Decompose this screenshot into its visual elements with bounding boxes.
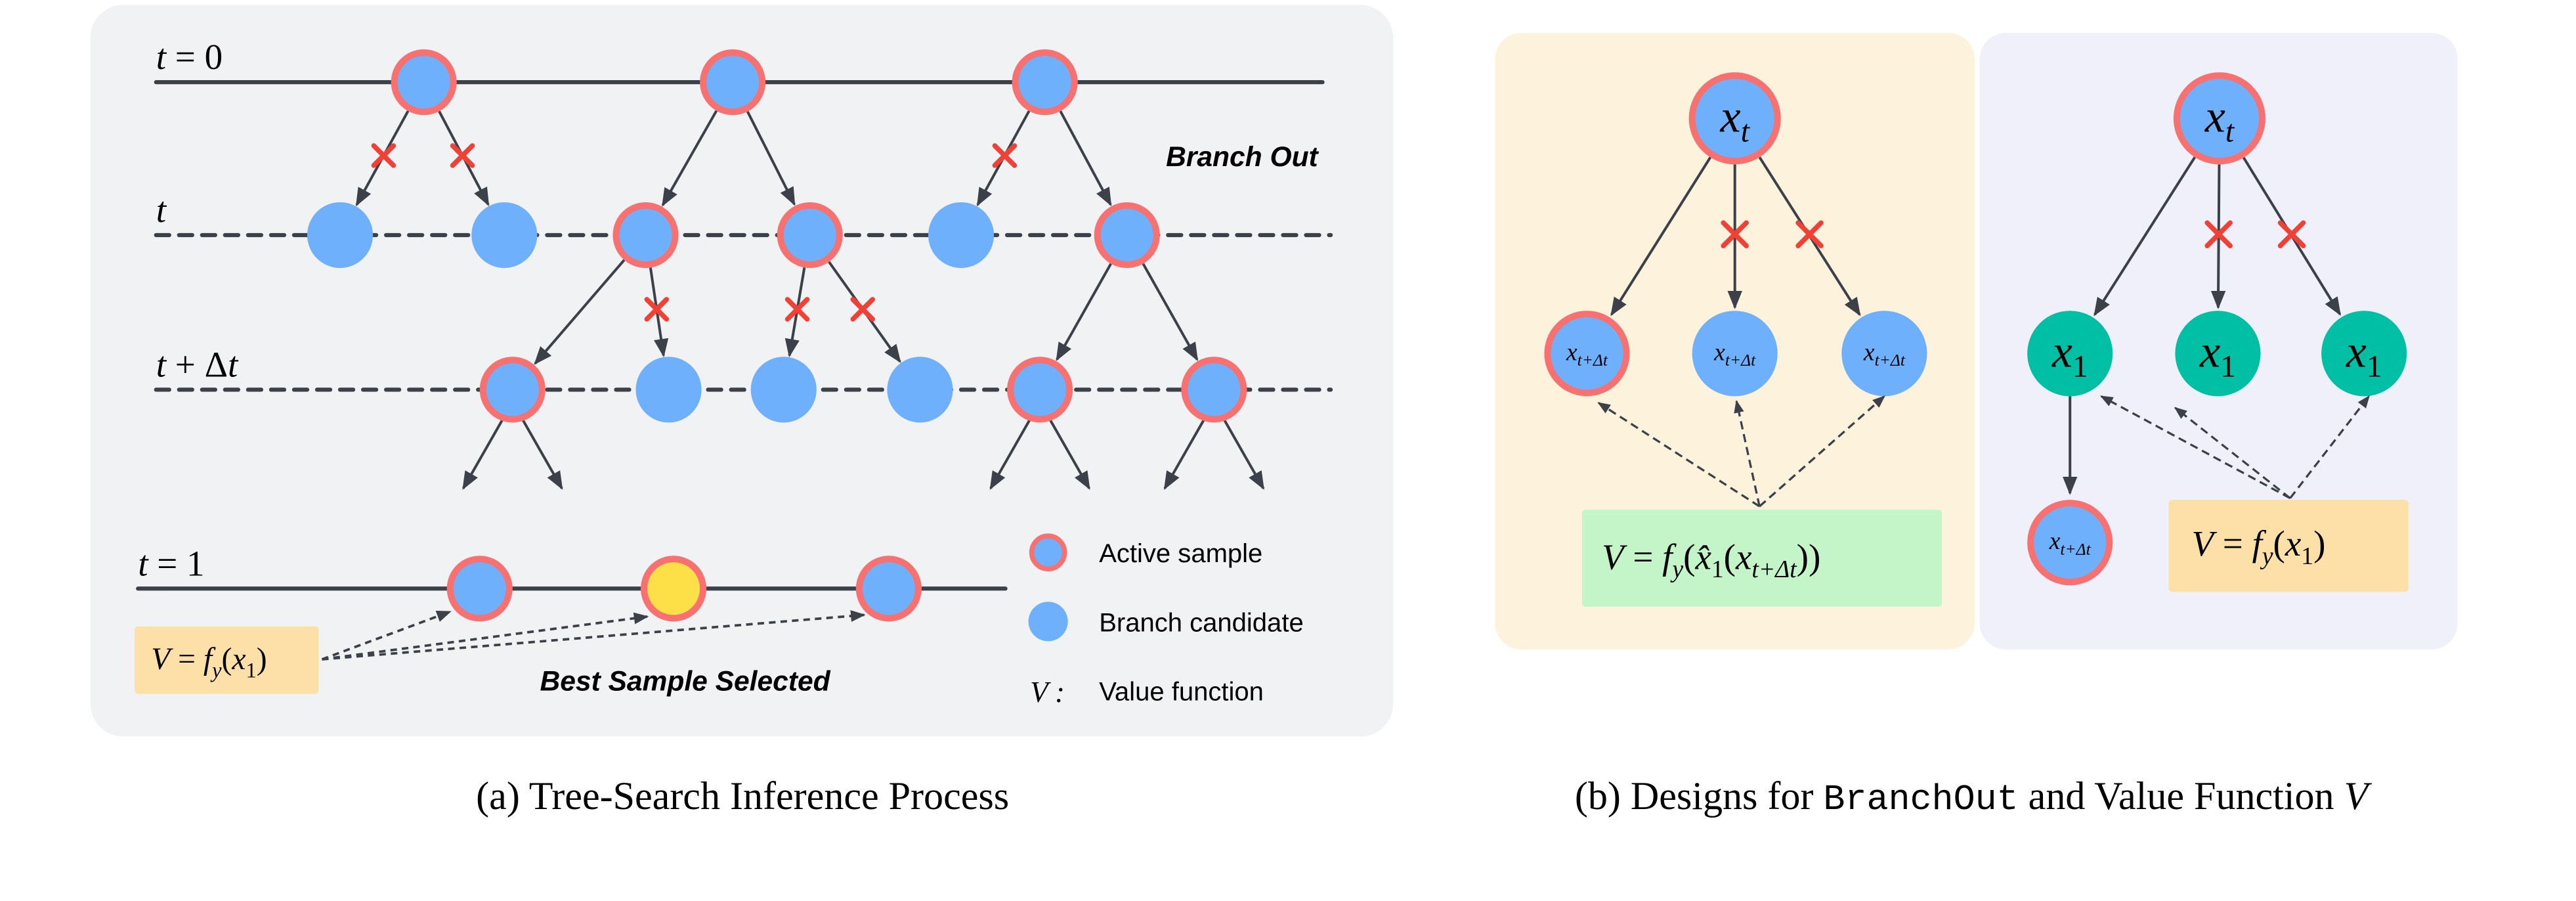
pruned-cross-icon	[1721, 220, 1749, 249]
timestep-label-2: t + Δt	[156, 344, 239, 384]
active-sample-node	[2027, 500, 2113, 586]
legend-value-symbol: V :	[1030, 676, 1065, 709]
branch-out-label: Branch Out	[1166, 141, 1319, 173]
timestep-label-0: t = 0	[156, 37, 223, 77]
active-sample-node	[1007, 357, 1073, 423]
legend-active-sample-icon	[1029, 533, 1067, 572]
active-sample-node	[479, 357, 546, 423]
branch-edge	[2093, 156, 2197, 317]
continuation-edge	[521, 418, 563, 491]
value-function-box	[135, 626, 319, 694]
node-label: x1	[2346, 326, 2382, 384]
active-sample-node	[855, 556, 922, 622]
legend: Active sample Branch candidate V : Value…	[1028, 533, 1304, 709]
active-sample-node	[1181, 357, 1247, 423]
panel-b-left-diagram: xt xt+Δt xt+Δt xt+Δt	[1544, 72, 1927, 508]
value-box-terminal	[2168, 500, 2409, 592]
pruned-cross-icon	[644, 297, 670, 322]
pruned-cross-icon	[2204, 220, 2233, 249]
tree-edges-group	[355, 110, 1265, 491]
pruned-cross-icon	[992, 143, 1018, 168]
value-evaluation-arrow	[322, 612, 649, 661]
branch-candidate-node	[635, 357, 702, 423]
value-formula-lookahead: V = fy(x̂1(xt+Δt))	[1602, 537, 1820, 583]
tree-nodes-group	[307, 49, 1247, 622]
node-label: xt+Δt	[2049, 528, 2092, 558]
pruned-cross-icon	[450, 143, 475, 168]
active-sample-node	[777, 202, 843, 269]
value-evaluation-arrow	[2100, 395, 2291, 500]
branch-candidate-node	[1692, 311, 1778, 397]
branch-edge	[1059, 110, 1112, 207]
branch-candidate-node	[307, 202, 374, 269]
active-sample-node	[391, 49, 457, 116]
timestep-label-3: t = 1	[138, 543, 204, 583]
continuation-edge	[1222, 418, 1265, 491]
caption-b: (b) Designs for BranchOut and Value Func…	[1575, 774, 2372, 820]
branch-edge	[661, 110, 718, 207]
value-evaluation-arrow	[2289, 395, 2370, 499]
pruned-cross-icon	[850, 297, 876, 322]
active-sample-node	[612, 202, 679, 269]
best-sample-selected-label: Best Sample Selected	[540, 666, 831, 697]
value-evaluation-arrow	[322, 610, 866, 661]
node-label: x1	[2199, 326, 2236, 384]
caption-a: (a) Tree-Search Inference Process	[476, 774, 1009, 818]
pruned-cross-icon	[784, 297, 810, 322]
timeline-labels-group: t = 0 t t + Δt t = 1	[138, 37, 239, 583]
clean-estimate-node	[2027, 311, 2113, 397]
legend-branch-candidate-label: Branch candidate	[1099, 608, 1304, 637]
branch-edge	[1610, 156, 1712, 317]
legend-value-function-label: Value function	[1099, 678, 1264, 707]
branch-candidate-node	[1841, 311, 1927, 397]
branch-edge	[1056, 263, 1112, 362]
pruned-cross-icon	[1795, 220, 1824, 249]
continuation-edge	[1048, 418, 1090, 491]
branch-edge	[534, 259, 626, 365]
branch-edge	[1142, 263, 1199, 362]
active-sample-node	[2173, 72, 2266, 165]
legend-branch-candidate-icon	[1028, 602, 1068, 642]
branch-candidate-node	[928, 202, 995, 269]
active-sample-node	[1544, 311, 1630, 397]
node-label: xt+Δt	[1863, 339, 1906, 369]
value-evaluation-arrow	[1759, 395, 1885, 508]
active-sample-node	[1688, 72, 1781, 165]
branch-candidate-node	[750, 357, 817, 423]
clean-estimate-node	[2175, 311, 2261, 397]
panel-b-right-diagram: xt x1 x1 x1 xt+Δt	[2027, 72, 2407, 586]
branch-edge	[746, 110, 796, 206]
node-label: xt+Δt	[1566, 339, 1608, 369]
value-evaluation-arrow	[1734, 399, 1761, 507]
pruned-cross-icon	[371, 143, 397, 168]
active-sample-node	[700, 49, 766, 116]
continuation-edge	[989, 418, 1031, 491]
branch-candidate-node	[471, 202, 538, 269]
active-sample-node	[446, 556, 513, 622]
node-label: xt	[2204, 91, 2235, 148]
continuation-edge	[1163, 418, 1206, 491]
legend-active-sample-label: Active sample	[1099, 539, 1262, 568]
best-sample-node	[640, 556, 707, 622]
active-sample-node	[1012, 49, 1078, 116]
continuation-edge	[462, 418, 504, 491]
panel-a-background	[90, 5, 1394, 737]
active-sample-node	[1094, 202, 1160, 269]
node-label: x1	[2051, 326, 2088, 384]
value-formula-terminal: V = fy(x1)	[2191, 523, 2325, 570]
pruned-cross-icon	[2277, 220, 2306, 249]
node-label: xt+Δt	[1713, 339, 1756, 369]
clean-estimate-node	[2321, 311, 2407, 397]
value-evaluation-arrow	[2174, 407, 2291, 499]
node-label: xt	[1720, 91, 1751, 148]
value-arrows-group	[321, 610, 866, 661]
value-evaluation-arrow	[1597, 402, 1761, 508]
timestep-label-1: t	[156, 190, 167, 230]
branch-candidate-node	[887, 357, 953, 423]
value-box-lookahead	[1581, 510, 1943, 607]
